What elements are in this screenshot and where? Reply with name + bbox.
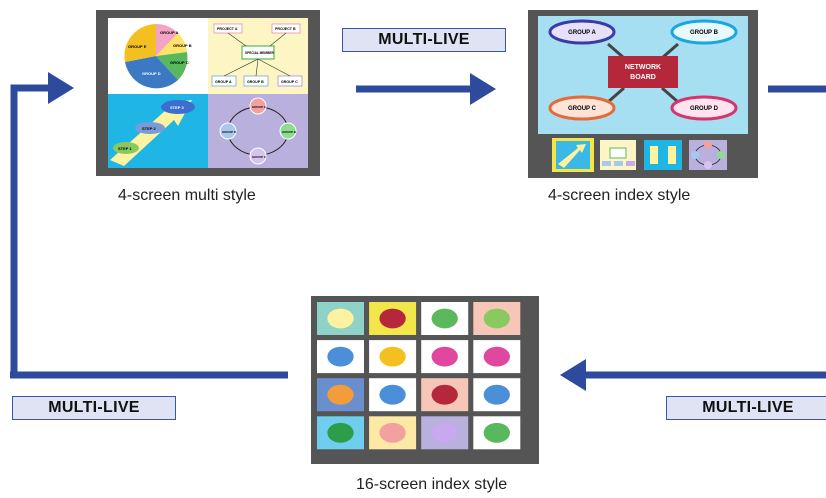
step-arrow [110, 100, 195, 166]
cycle-diagram [219, 97, 297, 165]
thumbnail-graphic-2 [379, 308, 406, 329]
pie-label-e: GROUP E [128, 44, 147, 49]
thumbnail-graphic-4 [483, 308, 510, 329]
thumbnail-graphic-8 [483, 346, 510, 367]
cycle-label-c: GROUP C [252, 155, 267, 159]
org-chart [211, 23, 303, 87]
network-arrows [607, 42, 679, 104]
multi-live-label-top: MULTI-LIVE [342, 28, 506, 52]
screen-grid [317, 302, 521, 450]
chart-label-group-b: GROUP B [247, 80, 264, 84]
index-screen-16 [311, 296, 539, 464]
arrow-head-left [48, 72, 74, 104]
group-a-oval [548, 19, 616, 45]
thumbnail-graphic-1 [327, 308, 354, 329]
chart-label-group-c: GROUP C [281, 80, 298, 84]
thumbnail-graphic-12 [483, 384, 510, 405]
step-label-1: STEP 1 [118, 146, 132, 151]
group-b-oval [670, 19, 738, 45]
pie-label-c: GROUP C [170, 60, 189, 65]
index-group-a: GROUP A [568, 30, 596, 36]
group-d-oval [670, 95, 738, 121]
network-label-line1: NETWORK [625, 64, 661, 71]
thumbnail-graphic-15 [431, 422, 458, 443]
cycle-label-d: GROUP D [222, 130, 237, 134]
pie-label-d: GROUP D [142, 71, 161, 76]
index-group-c: GROUP C [568, 106, 597, 112]
step-label-3: STEP 3 [170, 105, 184, 110]
thumbnail-graphic-14 [379, 422, 406, 443]
index-thumbnails [552, 138, 727, 172]
thumbnail-graphic-11 [431, 384, 458, 405]
arrow-head-bottom-right [560, 359, 586, 391]
cycle-label-b: GROUP B [282, 130, 297, 134]
thumbnail-graphic-6 [379, 346, 406, 367]
caption-16-screen-index: 16-screen index style [356, 476, 508, 493]
thumbnail-graphic-7 [431, 346, 458, 367]
index-group-b: GROUP B [690, 30, 719, 36]
caption-4-screen-multi: 4-screen multi style [118, 187, 256, 204]
loop-line-left [10, 84, 50, 375]
chart-label-project-a: PROJECT A [217, 27, 238, 31]
thumbnail-graphic-3 [431, 308, 458, 329]
cycle-label-a: GROUP A [252, 105, 267, 109]
thumbnail-graphic-10 [379, 384, 406, 405]
chart-label-group-a: GROUP A [215, 80, 232, 84]
multi-screen-4: GROUP A GROUP B GROUP C GROUP D GROUP E … [96, 10, 320, 176]
index-group-d: GROUP D [690, 106, 719, 112]
multi-live-label-bottom-left: MULTI-LIVE [12, 396, 176, 420]
multi-live-label-bottom-right: MULTI-LIVE [666, 396, 826, 420]
group-c-oval [548, 95, 616, 121]
chart-label-special: SPECIAL MEMBER [245, 51, 275, 55]
pie-label-b: GROUP B [173, 43, 192, 48]
thumbnail-graphic-16 [483, 422, 510, 443]
caption-4-screen-index: 4-screen index style [548, 187, 691, 204]
thumbnail-graphic-13 [327, 422, 354, 443]
pie-chart: GROUP A GROUP B GROUP C GROUP D GROUP E [124, 24, 192, 89]
chart-label-project-b: PROJECT B [275, 27, 296, 31]
thumbnail-graphic-9 [327, 384, 354, 405]
network-label-line2: BOARD [630, 74, 656, 81]
index-screen-4: NETWORK BOARD GROUP A GROUP B GROUP C GR… [528, 10, 758, 178]
thumbnail-graphic-5 [327, 346, 354, 367]
network-board-box [608, 56, 678, 88]
arrow-head-top-middle [470, 73, 496, 105]
pie-label-a: GROUP A [160, 30, 179, 35]
step-label-2: STEP 2 [142, 126, 156, 131]
